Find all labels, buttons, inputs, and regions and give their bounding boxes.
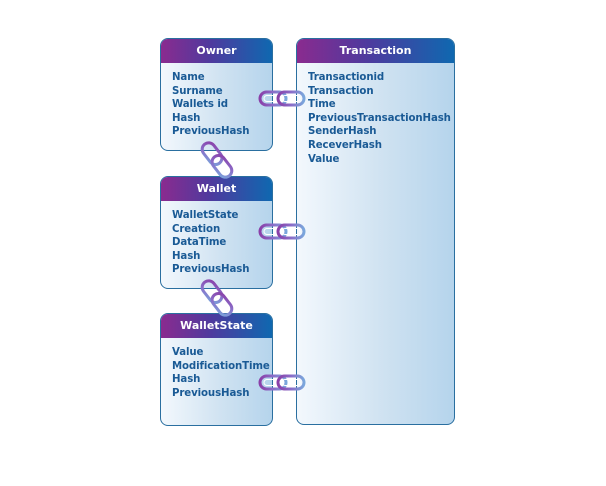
entity-title: Owner	[161, 39, 272, 63]
field: WalletState	[172, 210, 239, 221]
entity-walletstate[interactable]: WalletState Value ModificationTime Hash …	[160, 313, 273, 426]
field: Hash	[172, 112, 201, 124]
chain-link-icon	[258, 374, 306, 391]
field: DataTime	[172, 237, 227, 249]
field-list: Value ModificationTime Hash PreviousHash	[161, 338, 272, 400]
field: Value	[308, 153, 340, 165]
chain-link-icon	[258, 223, 306, 240]
field: ModificationTime	[172, 360, 270, 372]
field: Hash	[172, 250, 201, 262]
field: Hash	[172, 374, 201, 386]
entity-title: Transaction	[297, 39, 454, 63]
field: PreviousTransactionHash	[308, 112, 451, 124]
field: Value	[172, 347, 204, 358]
entity-owner[interactable]: Owner Name Surname Wallets id Hash Previ…	[160, 38, 273, 151]
field: Name	[172, 72, 205, 83]
field: Time	[308, 99, 336, 111]
field-list: Name Surname Wallets id Hash PreviousHas…	[161, 63, 272, 139]
field: PreviousHash	[172, 264, 250, 276]
chain-link-icon	[200, 141, 234, 179]
field: Surname	[172, 85, 223, 97]
field: Transactionid	[308, 72, 385, 83]
field: Transaction	[308, 85, 374, 97]
entity-transaction[interactable]: Transaction Transactionid Transaction Ti…	[296, 38, 455, 425]
field: Wallets id	[172, 99, 228, 111]
entity-title: Wallet	[161, 177, 272, 201]
field-list: Transactionid Transaction Time PreviousT…	[297, 63, 454, 166]
field: ReceverHash	[308, 139, 382, 151]
entity-title: WalletState	[161, 314, 272, 338]
field: SenderHash	[308, 126, 377, 138]
chain-link-icon	[258, 90, 306, 107]
chain-link-icon	[200, 279, 234, 317]
field: PreviousHash	[172, 126, 250, 138]
field: PreviousHash	[172, 387, 250, 399]
field-list: WalletState Creation DataTime Hash Previ…	[161, 201, 272, 277]
entity-wallet[interactable]: Wallet WalletState Creation DataTime Has…	[160, 176, 273, 289]
field: Creation	[172, 223, 221, 235]
